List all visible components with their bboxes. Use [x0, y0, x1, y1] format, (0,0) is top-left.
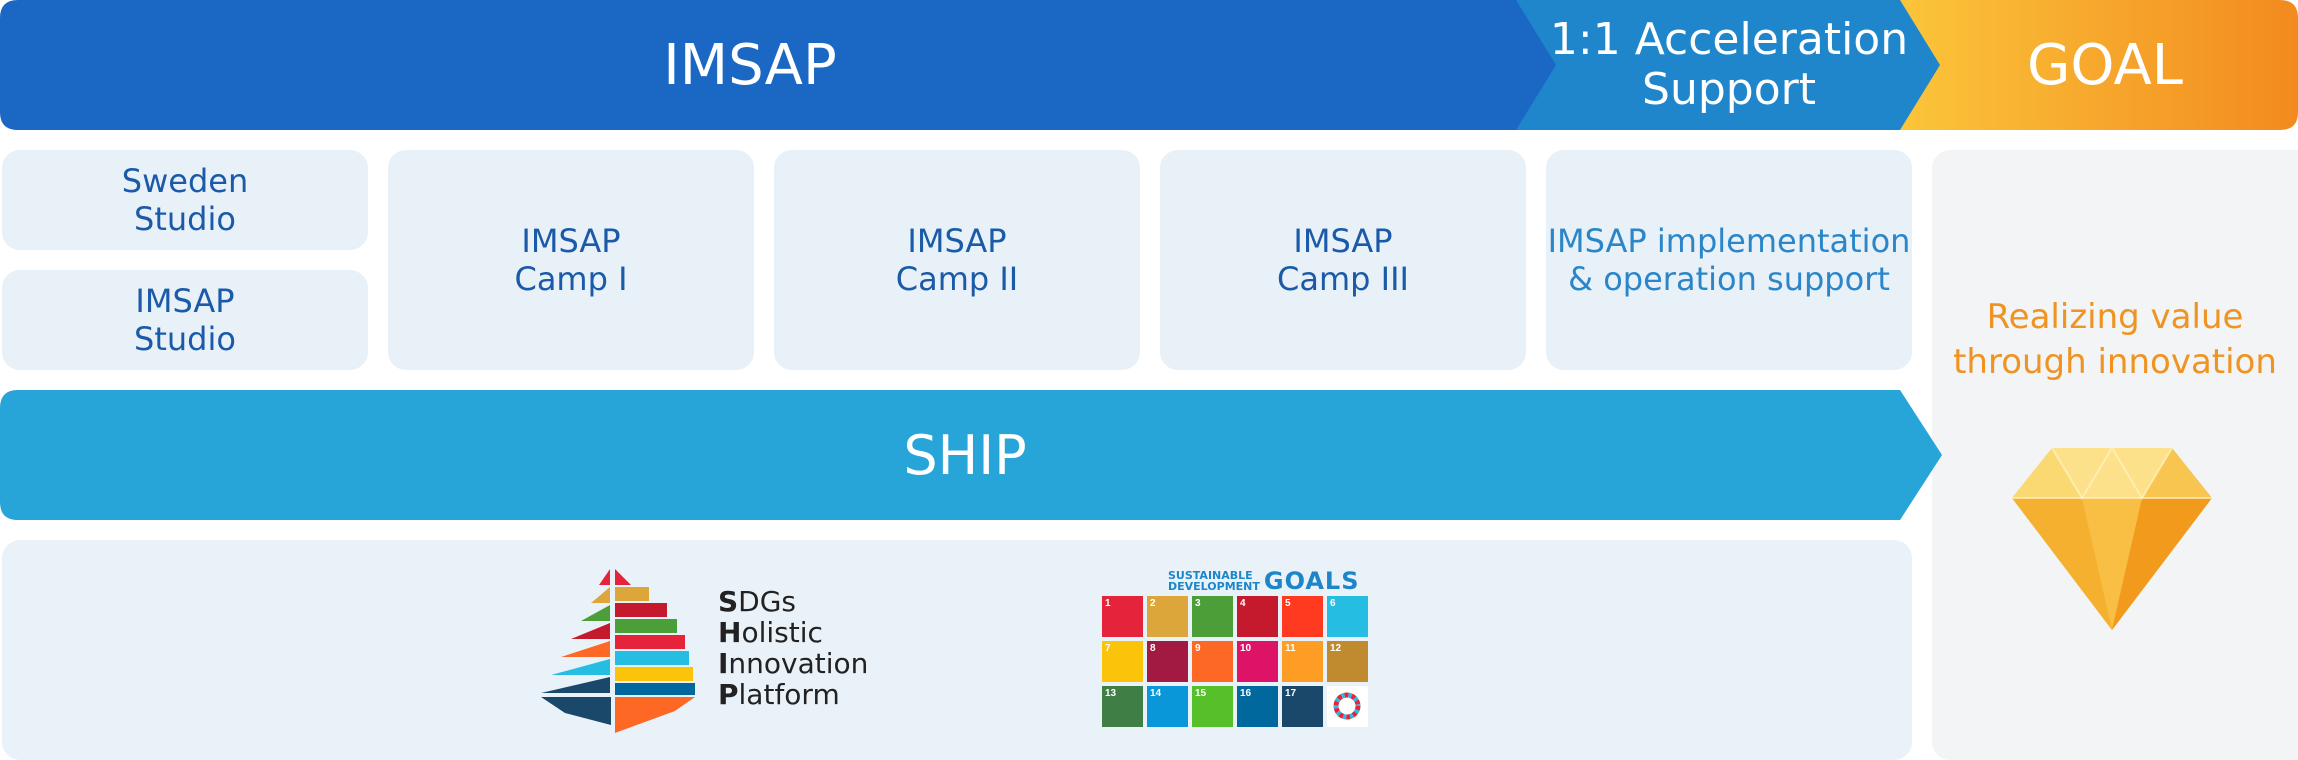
sdg-tile-16: 16 — [1237, 686, 1278, 727]
sdg-tile-14: 14 — [1147, 686, 1188, 727]
sdg-tile-2: 2 — [1147, 596, 1188, 637]
goal-description: Realizing value through innovation — [1953, 297, 2277, 382]
sdg-tile-1: 1 — [1102, 596, 1143, 637]
bottom-panel — [2, 540, 1912, 760]
imsap-camp-3-card: IMSAP Camp III — [1160, 150, 1526, 370]
imsap-title: IMSAP — [663, 32, 837, 98]
imsap-banner — [0, 0, 1560, 130]
goal-banner — [1900, 0, 2298, 130]
sweden-studio-card: Sweden Studio — [2, 150, 368, 250]
sdg-tile-7: 7 — [1102, 641, 1143, 682]
ship-word-innovation: Innovation — [718, 647, 869, 680]
sdg-tile-9: 9 — [1192, 641, 1233, 682]
ship-word-sdgs: SDGs — [718, 585, 797, 618]
sdg-tile-5: 5 — [1282, 596, 1323, 637]
ship-banner — [0, 390, 1942, 520]
sdg-header: SUSTAINABLE DEVELOPMENT GOALS — [1168, 567, 1358, 595]
sdg-tile-15: 15 — [1192, 686, 1233, 727]
sdg-tile-6: 6 — [1327, 596, 1368, 637]
sdg-header-small: SUSTAINABLE DEVELOPMENT — [1168, 569, 1260, 593]
acceleration-banner — [1516, 0, 1942, 130]
goal-title: GOAL — [2027, 32, 2183, 98]
sdg-tile-3: 3 — [1192, 596, 1233, 637]
sdg-header-goals: GOALS — [1263, 567, 1360, 595]
acceleration-support-title: 1:1 Acceleration Support — [1549, 14, 1909, 115]
ship-acronym: SDGs Holistic Innovation Platform — [718, 586, 938, 710]
imsap-camp-2-card: IMSAP Camp II — [774, 150, 1140, 370]
ship-word-holistic: Holistic — [718, 616, 823, 649]
sdg-tile-11: 11 — [1282, 641, 1323, 682]
ship-word-platform: Platform — [718, 678, 840, 711]
ship-logo-icon — [541, 569, 695, 733]
sdg-tile-12: 12 — [1327, 641, 1368, 682]
sdg-tile-8: 8 — [1147, 641, 1188, 682]
sdg-wheel-icon — [1327, 686, 1368, 727]
sdg-tile-13: 13 — [1102, 686, 1143, 727]
sdg-tile-4: 4 — [1237, 596, 1278, 637]
sdg-tile-17: 17 — [1282, 686, 1323, 727]
imsap-camp-1-card: IMSAP Camp I — [388, 150, 754, 370]
ship-title: SHIP — [903, 423, 1027, 487]
sdg-tile-10: 10 — [1237, 641, 1278, 682]
imsap-studio-card: IMSAP Studio — [2, 270, 368, 370]
diamond-icon — [2012, 446, 2212, 630]
implementation-support-card: IMSAP implementation & operation support — [1546, 150, 1912, 370]
